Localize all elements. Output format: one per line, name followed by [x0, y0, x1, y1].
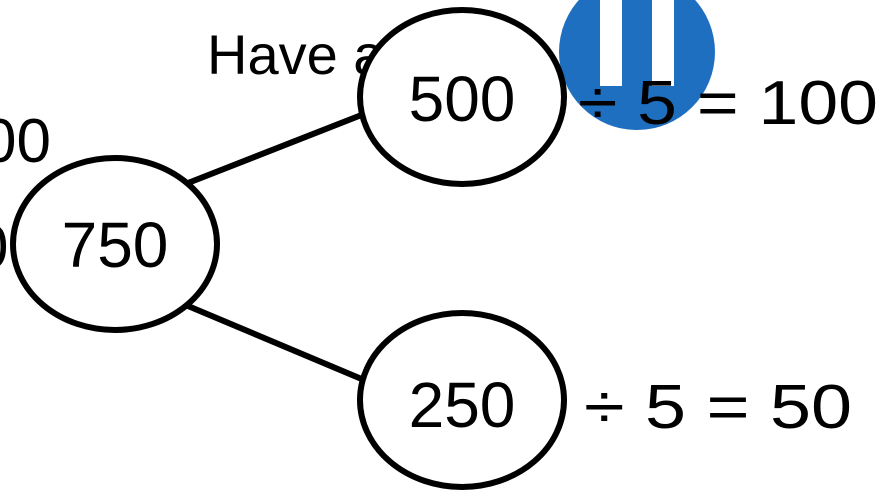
equation-upper: ÷ 5 = 100: [578, 69, 878, 138]
node-root-label: 750: [62, 209, 169, 281]
badge-stripe-left: [600, 0, 622, 86]
branch-lower: [186, 303, 366, 383]
partial-blue-badge-icon: [559, 0, 715, 130]
node-lower: 250: [357, 310, 567, 490]
node-upper: 500: [357, 7, 567, 187]
node-root: 750: [10, 155, 220, 333]
badge-stripe-right: [652, 0, 674, 86]
branch-upper: [186, 111, 366, 186]
left-fragment-mid: 0: [0, 213, 8, 282]
header-fragment: Have a: [207, 23, 385, 86]
node-root-oval: [10, 155, 220, 333]
left-fragment-top: 00: [0, 107, 51, 176]
node-upper-oval: [357, 7, 567, 187]
badge-circle: [559, 0, 715, 130]
node-lower-oval: [357, 310, 567, 490]
node-upper-label: 500: [409, 63, 516, 135]
node-lower-label: 250: [409, 369, 516, 441]
equation-lower: ÷ 5 = 50: [584, 373, 852, 442]
